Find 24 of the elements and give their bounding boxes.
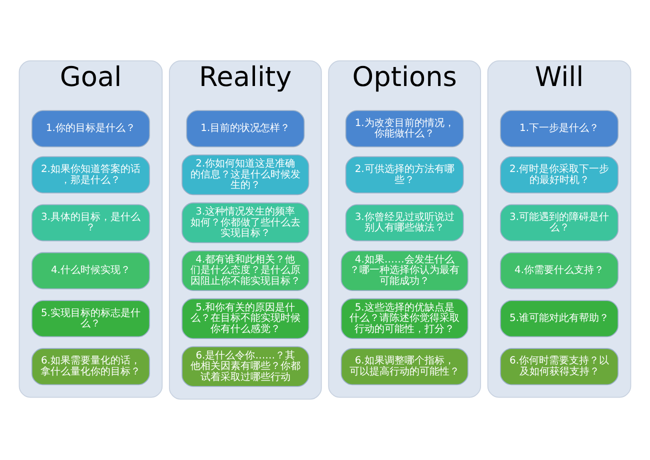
node-box: 3.你曾经见过或听说过别人有哪些做法？: [345, 204, 464, 242]
node-box: 6.如果调整哪个指标，可以提高行动的可能性？: [340, 348, 468, 386]
node-box: 3.具体的目标，是什么？: [31, 204, 150, 242]
node-box: 4.什么时候实现？: [31, 252, 150, 290]
node-box: 4.你需要什么支持？: [500, 252, 619, 290]
node-box: 5.和你有关的原因是什么？在目标不能实现时候你有什么感觉？: [182, 298, 310, 339]
node-box: 6.是什么令你……？其他相关因素有哪些？你都试着采取过哪些行动: [182, 346, 310, 387]
node-box: 2.何时是你采取下一步的最好时机？: [500, 156, 619, 194]
node-box: 6.你何时需要支持？以及如何获得支持？: [500, 348, 619, 386]
node-box: 5.实现目标的标志是什么？: [31, 300, 150, 338]
node-box: 1.你的目标是什么？: [31, 110, 150, 148]
node-box: 4.都有谁和此相关？他们是什么态度？是什么原因阻止你不能实现目标？: [182, 250, 310, 292]
node-box: 3.可能遇到的障碍是什么？: [500, 204, 619, 242]
node-box: 2.如果你知道答案的话，那是什么？: [31, 156, 150, 194]
node-box: 2.你如何知道这是准确的信息？这是什么时候发生的？: [182, 154, 310, 196]
node-box: 2.可供选择的方法有哪些？: [345, 156, 464, 194]
node-box: 6.如果需要量化的话，拿什么量化你的目标？: [31, 348, 150, 386]
node-box: 5.这些选择的优缺点是什么？请陈述你觉得采取行动的可能性，打分？: [340, 298, 468, 339]
node-box: 5.谁可能对此有帮助？: [500, 300, 619, 338]
node-box: 1.为改变目前的情况，你能做什么？: [345, 110, 464, 148]
node-box: 1.目前的状况怎样？: [186, 110, 305, 148]
node-box: 1.下一步是什么？: [500, 110, 619, 148]
node-box: 4.如果……会发生什么？哪一种选择你认为最有可能成功？: [340, 250, 468, 292]
node-box: 3.这种情况发生的频率如何？你都做了些什么去实现目标？: [182, 202, 310, 244]
